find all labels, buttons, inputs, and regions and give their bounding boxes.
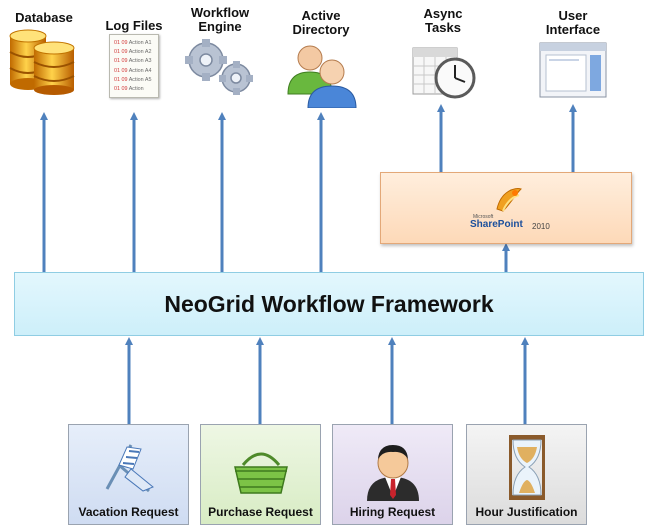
purchase-request-label: Purchase Request	[208, 505, 313, 519]
workflow-engine-label: Workflow Engine	[190, 5, 250, 34]
users-icon	[287, 45, 357, 108]
log-line: 01 09 Action A4	[114, 67, 152, 74]
hour-justification-box: Hour Justification	[466, 424, 587, 525]
hiring-request-box: Hiring Request	[332, 424, 453, 525]
log-line: 01 09 Action A3	[114, 58, 152, 65]
async-tasks-label: Async Tasks	[423, 6, 463, 35]
shopping-basket-icon	[234, 452, 288, 494]
calendar-clock-icon	[412, 47, 476, 99]
framework-title: NeoGrid Workflow Framework	[164, 290, 494, 317]
hourglass-icon	[509, 435, 545, 500]
framework-box: NeoGrid Workflow Framework	[14, 272, 644, 336]
database-label: Database	[15, 10, 73, 25]
log-line: 01 09 Action A2	[114, 49, 152, 56]
log-line: 01 09 Action A5	[114, 76, 152, 83]
log-file-icon: 01 09 Action A1 01 09 Action A2 01 09 Ac…	[109, 34, 159, 98]
beach-chair-icon	[105, 444, 154, 493]
active-directory-label: Active Directory	[292, 8, 350, 37]
businessman-icon	[367, 445, 419, 501]
hiring-request-label: Hiring Request	[349, 505, 436, 519]
sharepoint-name: SharePoint	[470, 219, 523, 230]
log-line: 01 09 Action A1	[114, 40, 152, 46]
purchase-request-box: Purchase Request	[200, 424, 321, 525]
vacation-request-box: Vacation Request	[68, 424, 189, 525]
sharepoint-version: 2010	[532, 222, 550, 231]
sharepoint-2010-box: Microsoft SharePoint 2010	[380, 172, 632, 244]
sharepoint-logo-icon	[496, 188, 522, 212]
gears-icon	[185, 39, 253, 95]
user-interface-label: User Interface	[545, 8, 601, 37]
vacation-request-label: Vacation Request	[78, 505, 179, 519]
sharepoint-vendor: Microsoft	[473, 214, 494, 220]
database-icon	[9, 29, 75, 95]
window-icon	[539, 42, 607, 98]
log-line: 01 09 Action	[114, 86, 144, 93]
hour-justification-label: Hour Justification	[475, 505, 578, 519]
log-files-label: Log Files	[105, 18, 163, 33]
